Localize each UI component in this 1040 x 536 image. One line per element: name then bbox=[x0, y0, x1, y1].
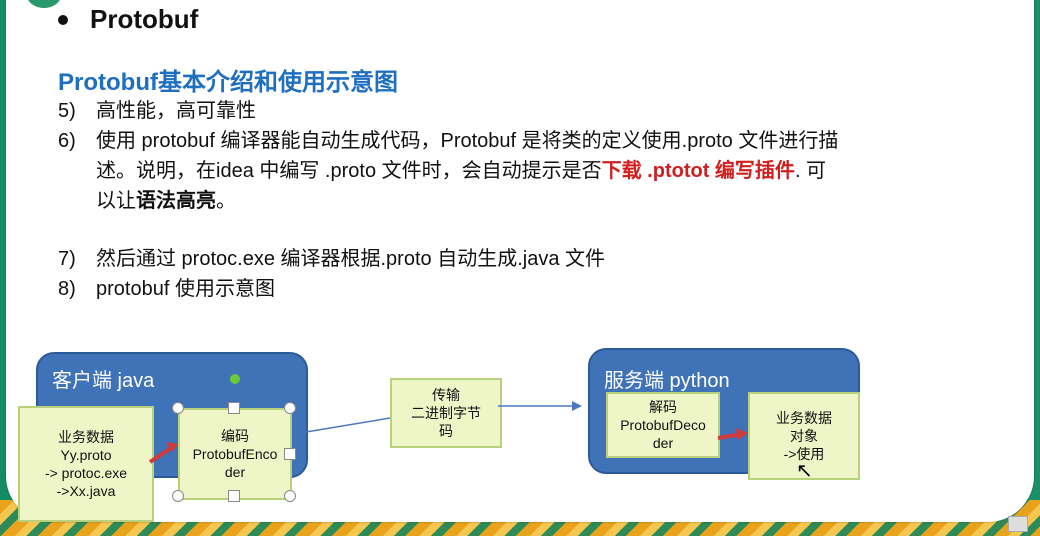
window-corner-icon[interactable] bbox=[1008, 516, 1028, 532]
decode-box: 解码 ProtobufDeco der bbox=[606, 392, 720, 458]
mouse-cursor-icon: ↖ bbox=[796, 460, 813, 482]
highlight-text: 下载 .ptotot 编写插件 bbox=[601, 160, 795, 182]
item-text: protobuf 使用示意图 bbox=[96, 278, 275, 300]
item-text: 。 bbox=[216, 190, 236, 212]
server-business-box: 业务数据 对象 ->使用 bbox=[748, 392, 860, 480]
red-arrow-head bbox=[166, 442, 178, 452]
resize-handle[interactable] bbox=[228, 490, 240, 502]
item-text: 使用 protobuf 编译器能自动生成代码，Protobuf 是将类的定义使用… bbox=[96, 130, 839, 152]
encode-line: der bbox=[224, 464, 246, 480]
list-item-6-line3: 以让语法高亮。 bbox=[96, 186, 236, 216]
item-number: 5) bbox=[58, 100, 76, 122]
title-row: Protobuf bbox=[58, 4, 198, 35]
business-data-line: -> protoc.exe bbox=[44, 465, 128, 481]
bold-text: 语法高亮 bbox=[136, 190, 216, 212]
encode-line: 编码 bbox=[221, 428, 249, 444]
business-data-box: 业务数据 Yy.proto -> protoc.exe ->Xx.java bbox=[18, 406, 154, 522]
transfer-box: 传输 二进制字节 码 bbox=[390, 378, 502, 448]
red-arrow-head bbox=[736, 428, 748, 440]
corner-decoration bbox=[26, 0, 62, 8]
server-business-line: 业务数据 bbox=[776, 410, 832, 426]
slide-title: Protobuf bbox=[90, 4, 199, 34]
item-text: 然后通过 protoc.exe 编译器根据.proto 自动生成.java 文件 bbox=[96, 248, 606, 270]
resize-handle[interactable] bbox=[284, 490, 296, 502]
list-item-5: 5) 高性能，高可靠性 bbox=[58, 96, 256, 126]
item-text: . 可 bbox=[794, 160, 827, 182]
item-number: 6) bbox=[58, 130, 76, 152]
business-data-line: Yy.proto bbox=[60, 447, 112, 463]
bullet-icon bbox=[58, 14, 68, 25]
decode-line: der bbox=[652, 435, 674, 451]
business-data-line: ->Xx.java bbox=[56, 483, 116, 499]
resize-handle[interactable] bbox=[284, 402, 296, 414]
encode-line: ProtobufEnco bbox=[192, 446, 278, 462]
resize-handle[interactable] bbox=[284, 448, 296, 460]
list-item-7: 7) 然后通过 protoc.exe 编译器根据.proto 自动生成.java … bbox=[58, 244, 605, 274]
slide: Protobuf Protobuf基本介绍和使用示意图 5) 高性能，高可靠性 6… bbox=[6, 0, 1034, 522]
transfer-line: 二进制字节 bbox=[411, 405, 481, 421]
list-item-6: 6) 使用 protobuf 编译器能自动生成代码，Protobuf 是将类的定义… bbox=[58, 126, 838, 156]
rotation-handle[interactable] bbox=[230, 374, 240, 384]
business-data-line: 业务数据 bbox=[58, 429, 114, 445]
client-label: 客户端 java bbox=[52, 370, 155, 392]
item-text: 以让 bbox=[96, 190, 136, 212]
server-business-line: ->使用 bbox=[783, 446, 825, 462]
item-text: 高性能，高可靠性 bbox=[96, 100, 256, 122]
server-label: 服务端 python bbox=[604, 370, 730, 392]
item-number: 7) bbox=[58, 248, 76, 270]
server-business-line: 对象 bbox=[790, 428, 818, 444]
resize-handle[interactable] bbox=[172, 490, 184, 502]
transfer-line: 码 bbox=[439, 423, 453, 439]
list-item-6-line2: 述。说明，在idea 中编写 .proto 文件时，会自动提示是否下载 .pto… bbox=[96, 156, 826, 186]
resize-handle[interactable] bbox=[228, 402, 240, 414]
encode-box[interactable]: 编码 ProtobufEnco der bbox=[178, 408, 292, 500]
decode-line: 解码 bbox=[649, 399, 677, 415]
list-item-8: 8) protobuf 使用示意图 bbox=[58, 274, 275, 304]
decode-line: ProtobufDeco bbox=[620, 417, 706, 433]
slide-subtitle: Protobuf基本介绍和使用示意图 bbox=[58, 69, 398, 96]
connector-arrows bbox=[148, 401, 748, 464]
blue-connector bbox=[305, 417, 391, 433]
resize-handle[interactable] bbox=[172, 402, 184, 414]
blue-arrow-head bbox=[572, 401, 582, 411]
transfer-line: 传输 bbox=[432, 387, 460, 403]
item-number: 8) bbox=[58, 278, 76, 300]
item-text: 述。说明，在idea 中编写 .proto 文件时，会自动提示是否 bbox=[96, 160, 602, 182]
